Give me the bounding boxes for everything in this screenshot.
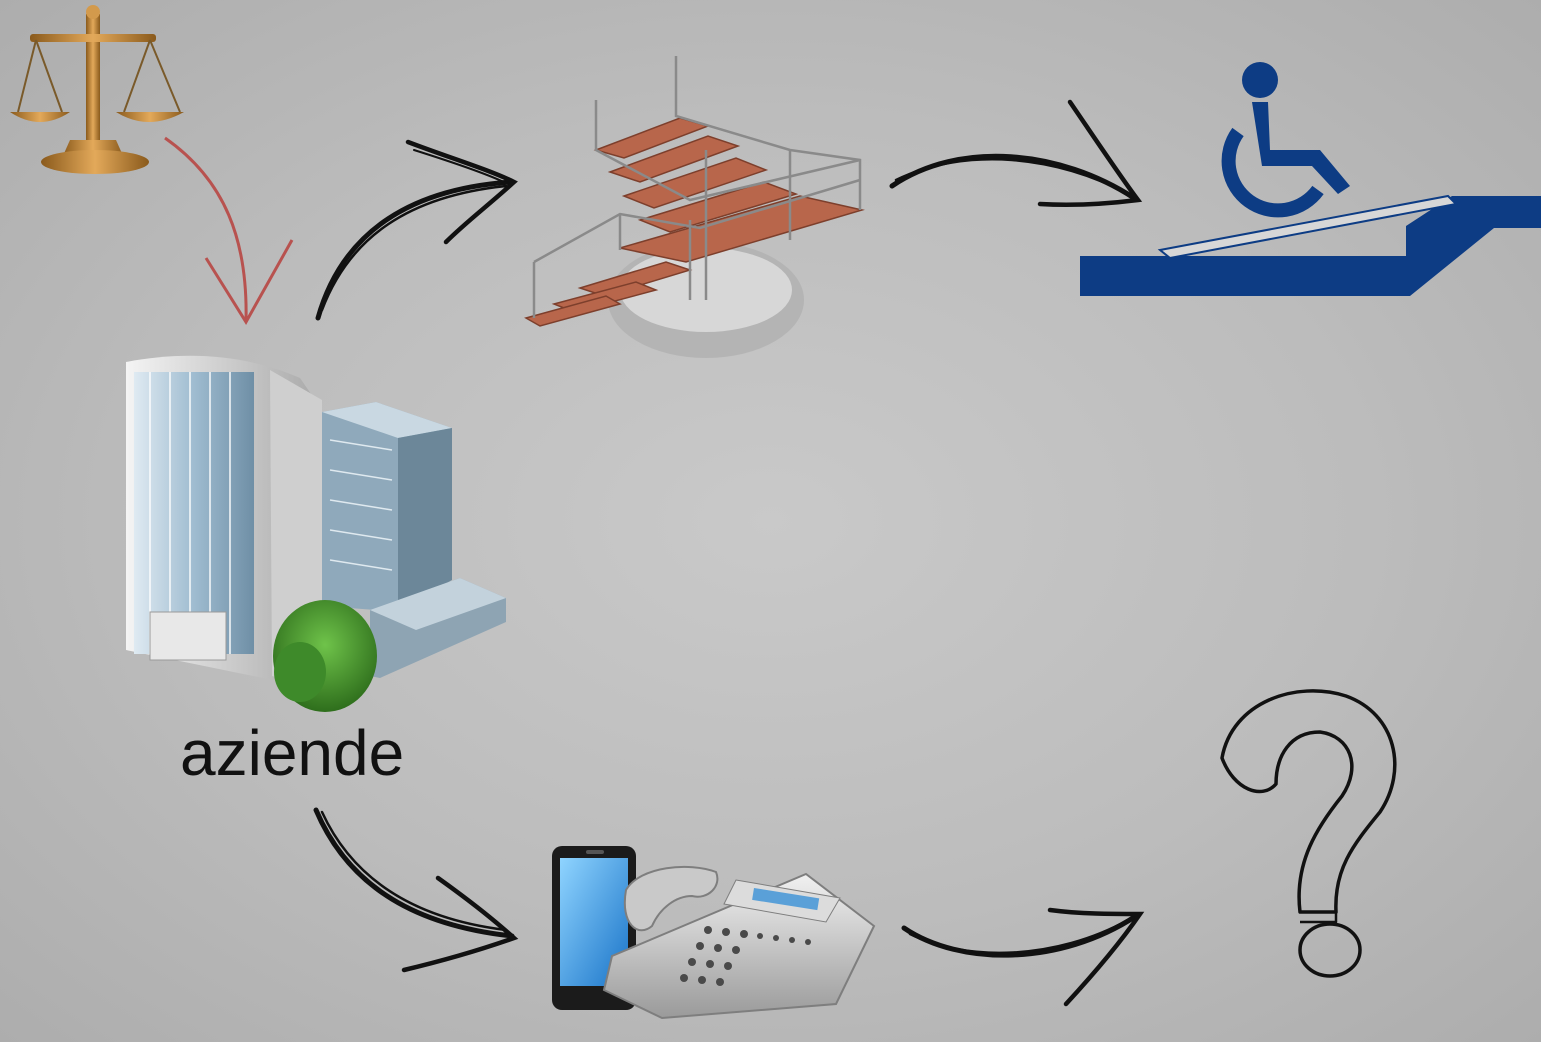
arrow-companies-to-stairs xyxy=(315,139,518,321)
telephone-and-smartphone-icon xyxy=(552,846,876,1020)
arrow-stairs-to-ramp xyxy=(889,99,1143,208)
question-mark-icon xyxy=(1220,689,1397,978)
arrow-scales-to-companies xyxy=(164,136,294,325)
arrow-phones-to-question xyxy=(901,907,1145,1007)
office-buildings-icon xyxy=(126,355,506,712)
companies-label: aziende xyxy=(180,717,405,789)
arrow-companies-to-phones xyxy=(313,807,519,973)
wheelchair-ramp-icon xyxy=(1080,62,1541,296)
staircase-icon xyxy=(524,56,865,358)
scales-of-justice-icon xyxy=(10,5,184,174)
